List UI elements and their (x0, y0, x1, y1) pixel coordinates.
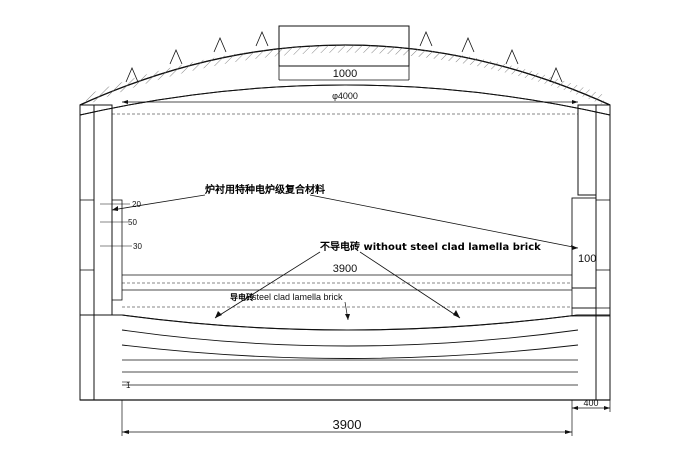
material-note-leader (309, 194, 579, 249)
roof-diameter-dimension: φ4000 (122, 91, 578, 104)
lining-layers (122, 274, 572, 308)
right-wall-thickness-label: 100 (578, 253, 596, 265)
wall-thickness-label: 400 (583, 398, 598, 408)
inner-width-label: 3900 (333, 263, 357, 275)
non-conductive-brick-label: 不导电砖 without steel clad lamella brick (320, 240, 541, 253)
total-width-label: 3900 (333, 417, 362, 432)
left-wall (79, 104, 123, 401)
roof-center-block (278, 25, 410, 67)
bottom-dimensions (121, 400, 611, 436)
hearth-brick-bed (79, 314, 611, 401)
marker-1-label: 1 (126, 381, 131, 390)
svg-text:50: 50 (128, 218, 137, 227)
svg-text:导电砖: 导电砖 (230, 292, 254, 302)
roof-arch (79, 30, 611, 116)
right-wall-dark-block (571, 287, 597, 309)
svg-text:steel clad lamella brick: steel clad lamella brick (252, 292, 343, 302)
roof-width-label: 1000 (333, 68, 357, 80)
svg-text:φ4000: φ4000 (332, 91, 358, 101)
material-note-label: 炉衬用特种电炉级复合材料 (205, 183, 325, 196)
svg-text:20: 20 (132, 200, 141, 209)
svg-text:30: 30 (133, 242, 142, 251)
conductive-brick-label-group: 导电砖 steel clad lamella brick (230, 292, 350, 321)
left-dimension-labels: 20 50 30 (100, 200, 142, 251)
